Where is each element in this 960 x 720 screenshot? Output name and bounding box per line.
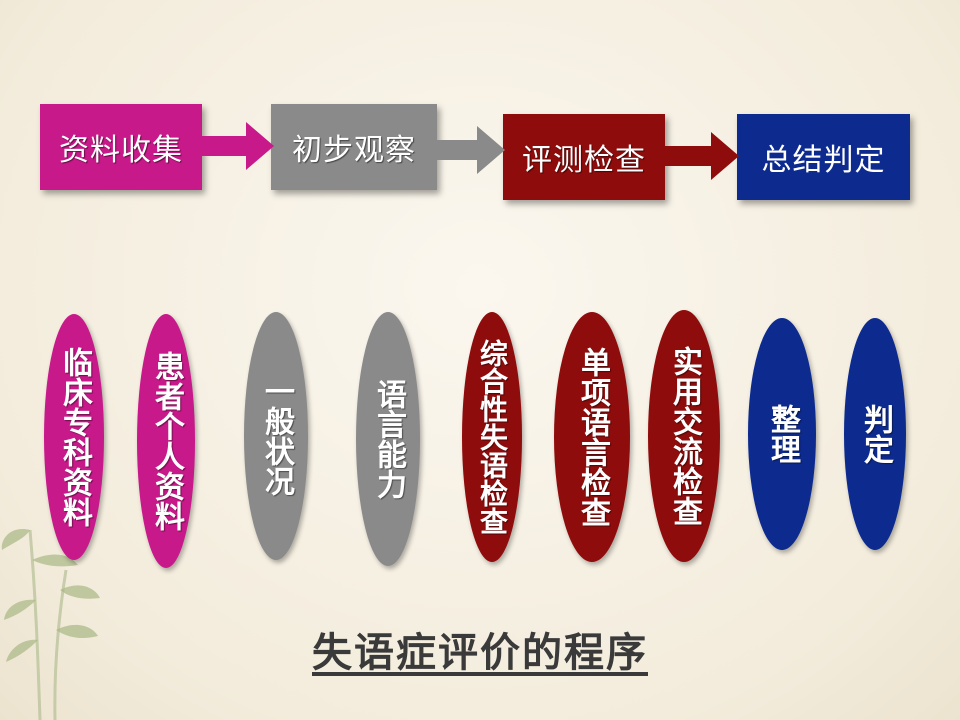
oval-label: 临床专科资料 (57, 347, 92, 527)
oval-label: 整理 (765, 404, 800, 464)
oval-label: 综合性失语检查 (476, 339, 509, 535)
oval-label: 判定 (858, 404, 893, 464)
oval-label: 实用交流检查 (667, 346, 702, 526)
oval-single-language-test: 单项语言检查 (554, 312, 630, 562)
oval-aphasia-battery: 综合性失语检查 (462, 312, 522, 562)
oval-general-condition: 一般状况 (244, 312, 308, 560)
oval-patient-info: 患者个人资料 (137, 314, 195, 568)
step-label: 总结判定 (761, 143, 886, 178)
step-label: 资料收集 (59, 133, 183, 168)
oval-label: 患者个人资料 (149, 351, 184, 531)
step-label: 初步观察 (292, 133, 416, 168)
arrow-right-icon (435, 126, 505, 174)
step-box-assessment: 评测检查 (503, 114, 665, 200)
bamboo-decoration-icon (1, 529, 100, 720)
oval-label: 一般状况 (259, 376, 294, 496)
arrow-right-icon (663, 132, 739, 180)
oval-organize: 整理 (748, 318, 816, 550)
step-label: 评测检查 (522, 143, 646, 178)
oval-label: 语言能力 (371, 379, 406, 499)
step-box-initial-observation: 初步观察 (271, 104, 437, 190)
page-title: 失语症评价的程序 (312, 630, 648, 676)
oval-clinical-records: 临床专科资料 (44, 314, 104, 560)
step-box-data-collection: 资料收集 (40, 104, 202, 190)
arrow-right-icon (200, 122, 274, 170)
oval-judge: 判定 (844, 318, 906, 550)
step-box-conclusion: 总结判定 (737, 114, 910, 200)
oval-label: 单项语言检查 (575, 347, 610, 527)
oval-functional-communication: 实用交流检查 (648, 310, 720, 562)
oval-language-ability: 语言能力 (356, 312, 420, 566)
